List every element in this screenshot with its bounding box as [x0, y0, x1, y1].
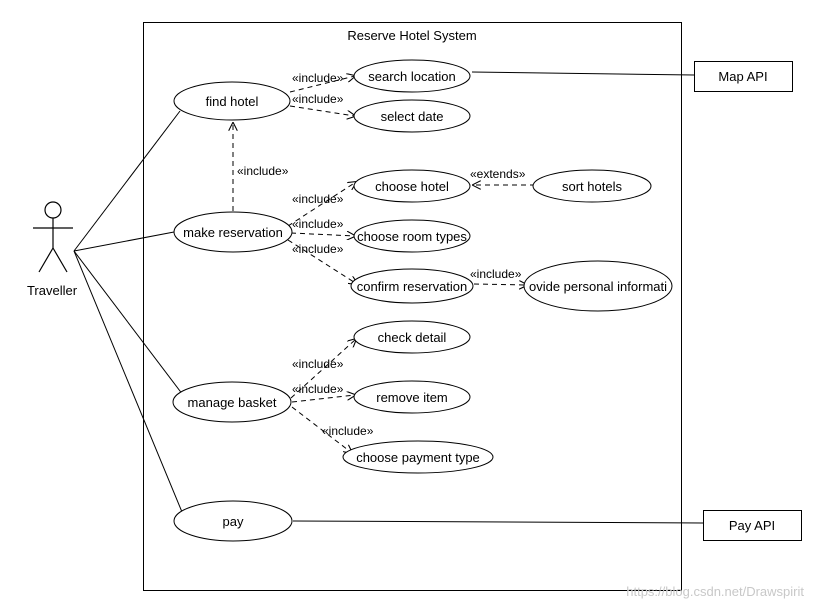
system-title: Reserve Hotel System — [347, 28, 476, 43]
use-case-provide-personal-information[interactable]: ovide personal informati — [523, 260, 673, 312]
use-case-choose-room-types[interactable]: choose room types — [353, 219, 471, 253]
svg-text:remove item: remove item — [376, 390, 448, 405]
use-case-choose-payment-type[interactable]: choose payment type — [342, 440, 494, 474]
assoc-map-api — [471, 71, 695, 76]
svg-text:sort hotels: sort hotels — [562, 179, 622, 194]
svg-text:choose payment type: choose payment type — [356, 450, 480, 465]
include-label: «include» — [292, 71, 344, 85]
system-boundary — [143, 22, 682, 591]
dep-make-reservation-choose-hotel — [287, 182, 356, 227]
svg-text:Pay API: Pay API — [729, 518, 775, 533]
assoc-find-hotel — [73, 110, 181, 252]
actor-right-leg — [52, 247, 68, 273]
assoc-pay — [73, 250, 183, 513]
use-case-choose-hotel[interactable]: choose hotel — [353, 169, 471, 203]
use-case-check-detail[interactable]: check detail — [353, 320, 471, 354]
external-system-map-api[interactable]: Map API — [694, 61, 793, 92]
dep-find-hotel-select-date — [289, 105, 355, 116]
dep-make-reservation-confirm-reservation — [287, 239, 357, 284]
svg-text:ovide personal informati: ovide personal informati — [529, 279, 667, 294]
use-case-confirm-reservation[interactable]: confirm reservation — [350, 268, 474, 304]
dep-manage-basket-remove-item — [291, 395, 355, 403]
use-cases: find hotel search location select date m… — [172, 59, 673, 542]
include-label: «include» — [292, 92, 344, 106]
include-label: «include» — [470, 267, 522, 281]
use-case-select-date[interactable]: select date — [353, 99, 471, 133]
use-case-manage-basket[interactable]: manage basket — [172, 381, 292, 423]
actor-label: Traveller — [27, 283, 78, 298]
dep-manage-basket-check-detail — [290, 339, 356, 399]
use-case-pay[interactable]: pay — [173, 500, 293, 542]
dep-confirm-reservation-provide-info — [473, 284, 527, 285]
include-label: «include» — [292, 242, 344, 256]
svg-text:choose hotel: choose hotel — [375, 179, 449, 194]
assoc-manage-basket — [73, 250, 184, 396]
svg-text:select date: select date — [381, 109, 444, 124]
svg-text:check detail: check detail — [378, 330, 447, 345]
svg-text:pay: pay — [223, 514, 244, 529]
svg-text:confirm reservation: confirm reservation — [357, 279, 468, 294]
use-case-sort-hotels[interactable]: sort hotels — [532, 169, 652, 203]
assoc-pay-api — [292, 520, 704, 524]
use-case-make-reservation[interactable]: make reservation — [173, 211, 293, 253]
assoc-make-reservation — [73, 231, 175, 252]
dependencies — [233, 76, 535, 453]
dep-manage-basket-choose-payment-type — [291, 406, 352, 453]
include-label: «include» — [292, 217, 344, 231]
svg-text:manage basket: manage basket — [188, 395, 277, 410]
svg-text:make reservation: make reservation — [183, 225, 283, 240]
use-case-find-hotel[interactable]: find hotel — [173, 81, 291, 121]
external-associations — [292, 71, 704, 524]
svg-text:find hotel: find hotel — [206, 94, 259, 109]
svg-text:choose room types: choose room types — [357, 229, 467, 244]
extends-label: «extends» — [470, 167, 526, 181]
include-label: «include» — [292, 382, 344, 396]
svg-text:search location: search location — [368, 69, 455, 84]
include-label: «include» — [237, 164, 289, 178]
use-case-search-location[interactable]: search location — [353, 59, 471, 93]
include-label: «include» — [322, 424, 374, 438]
actor-traveller[interactable]: Traveller — [27, 201, 78, 298]
svg-text:Map API: Map API — [718, 69, 767, 84]
watermark: https://blog.csdn.net/Drawspirit — [626, 584, 804, 599]
actor-head — [44, 201, 62, 219]
dep-find-hotel-search-location — [289, 76, 355, 93]
external-system-pay-api[interactable]: Pay API — [703, 510, 802, 541]
dep-make-reservation-choose-room-types — [290, 233, 355, 236]
include-label: «include» — [292, 192, 344, 206]
use-case-remove-item[interactable]: remove item — [353, 380, 471, 414]
include-label: «include» — [292, 357, 344, 371]
actor-associations — [73, 110, 184, 513]
relationship-labels: «include» «include» «include» «include» … — [237, 71, 526, 438]
actor-left-leg — [38, 247, 54, 273]
